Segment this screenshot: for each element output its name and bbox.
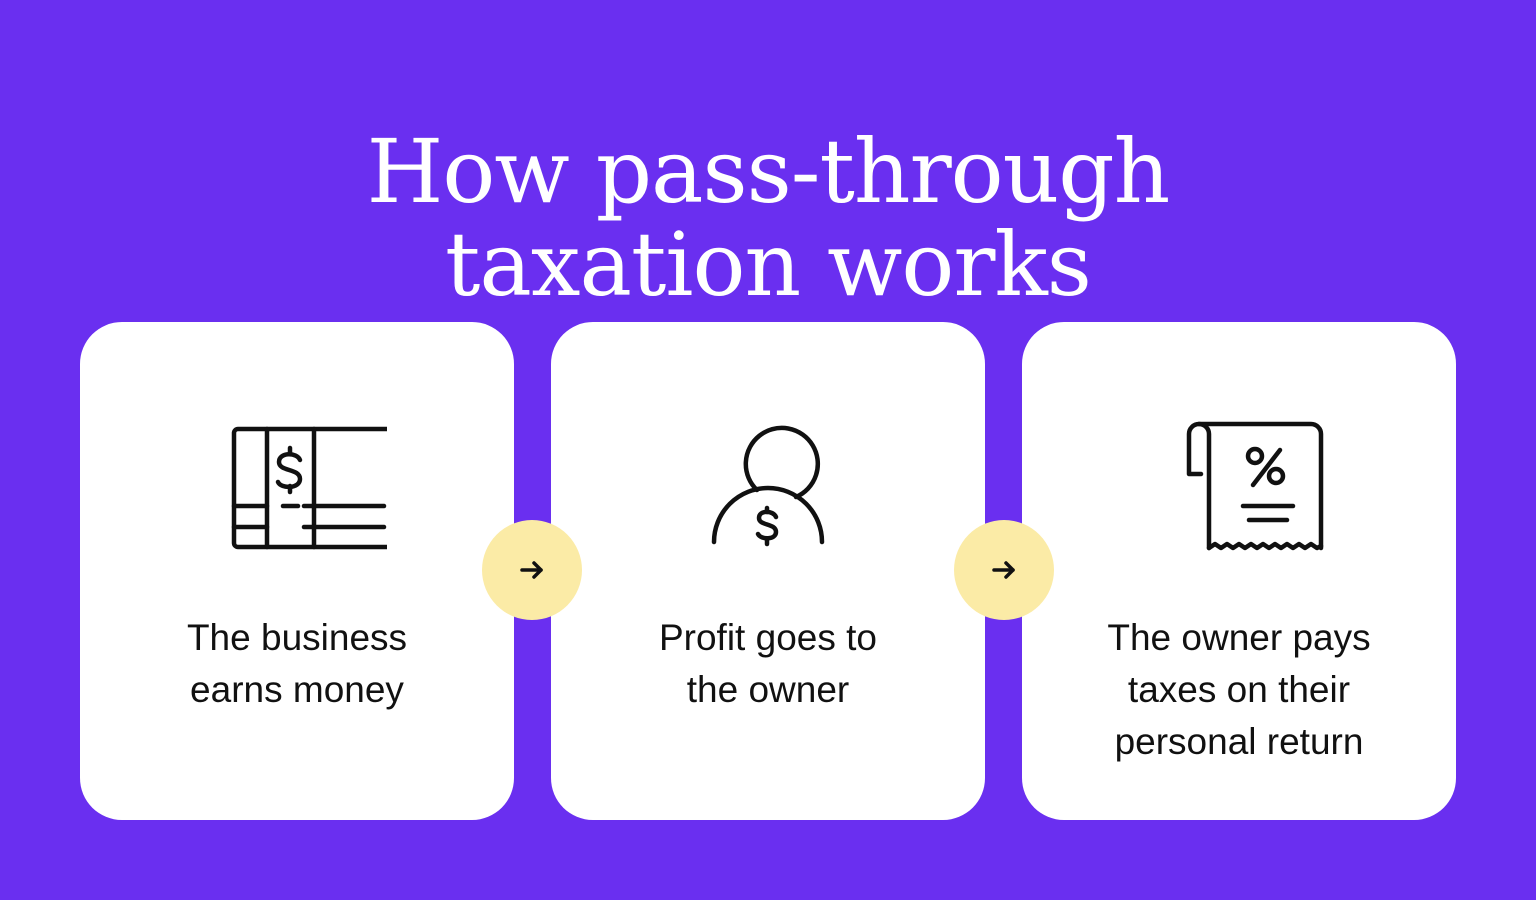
tax-receipt-percent-icon (1149, 412, 1329, 562)
arrow-connector (482, 520, 582, 620)
arrow-right-icon (520, 561, 543, 579)
step-label-line: The business (186, 617, 408, 658)
arrow-connector (954, 520, 1054, 620)
step-label: Profit goes to the owner (571, 612, 965, 716)
step-label-line: Profit goes to (658, 617, 877, 658)
step-label-line: the owner (686, 669, 850, 710)
step-label-line: taxes on their (1127, 669, 1351, 710)
step-card-owner-pays-taxes: The owner pays taxes on their personal r… (1022, 322, 1456, 820)
step-label: The business earns money (100, 612, 494, 716)
title-line-2: taxation works (445, 212, 1092, 316)
step-card-profit-to-owner: Profit goes to the owner (551, 322, 985, 820)
step-label: The owner pays taxes on their personal r… (1042, 612, 1436, 768)
step-label-line: earns money (190, 669, 404, 710)
step-label-line: The owner pays (1107, 617, 1371, 658)
step-card-business-earns: The business earns money (80, 322, 514, 820)
arrow-right-icon (992, 561, 1015, 579)
step-label-line: personal return (1114, 721, 1364, 762)
title-line-1: How pass-through (366, 119, 1171, 223)
money-stack-icon (207, 412, 387, 562)
person-dollar-icon (678, 412, 858, 562)
page-title: How pass-through taxation works (0, 125, 1536, 311)
